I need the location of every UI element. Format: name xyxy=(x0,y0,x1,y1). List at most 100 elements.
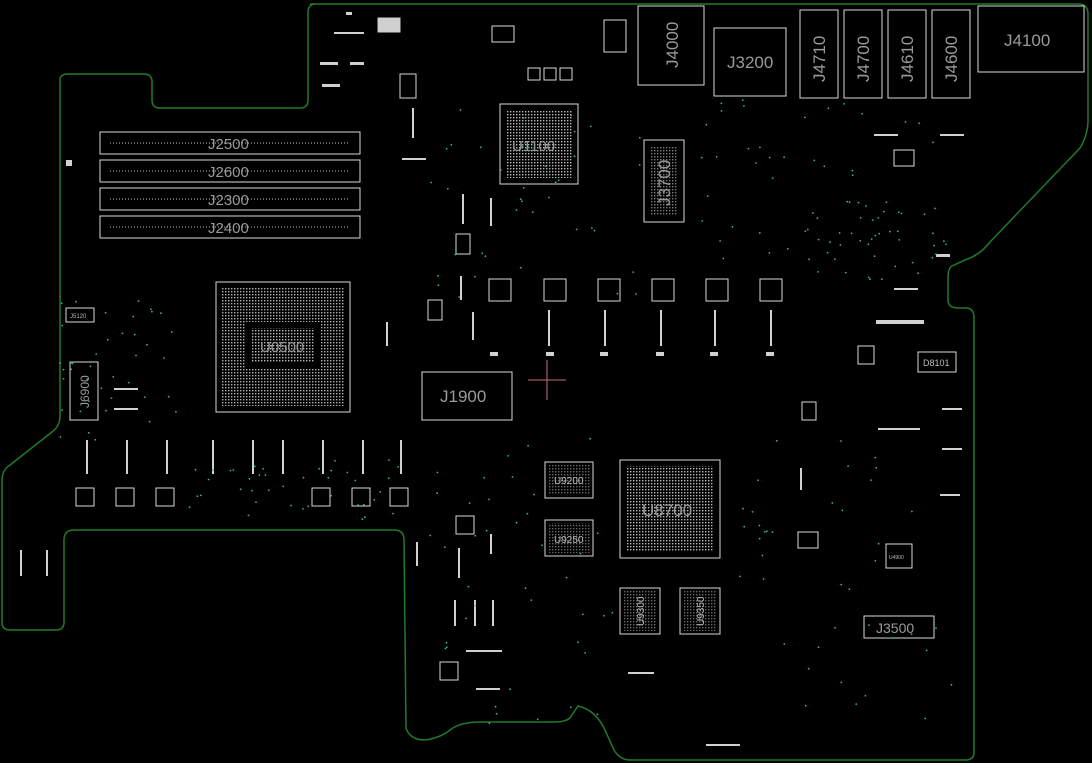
via xyxy=(889,230,891,233)
chip-u9350[interactable]: U9350 xyxy=(679,587,721,635)
connector-j4700[interactable]: J4700 xyxy=(843,9,883,99)
via xyxy=(874,456,877,459)
via xyxy=(59,362,61,364)
via xyxy=(816,217,819,220)
via xyxy=(831,502,834,504)
via xyxy=(95,353,98,355)
via xyxy=(804,230,807,233)
via xyxy=(848,588,851,590)
via xyxy=(515,209,518,212)
via xyxy=(885,201,888,204)
label-u0500: U0500 xyxy=(260,339,304,356)
chip-u9250[interactable]: U9250 xyxy=(544,519,594,557)
via xyxy=(900,212,903,215)
passive-components xyxy=(20,12,964,746)
connector-j6900[interactable]: J6900 xyxy=(69,361,99,421)
via xyxy=(188,506,191,509)
label-d8101: D8101 xyxy=(923,358,950,368)
label-j1900: J1900 xyxy=(440,387,486,406)
via xyxy=(554,181,557,184)
via xyxy=(232,469,235,471)
via xyxy=(865,205,867,207)
via xyxy=(133,333,136,336)
connector-j3200[interactable]: J3200 xyxy=(713,27,787,97)
via xyxy=(840,583,843,586)
cpu-socket-u0500[interactable]: U0500 xyxy=(215,281,351,413)
via xyxy=(813,159,816,162)
via xyxy=(897,211,900,214)
via xyxy=(253,465,256,468)
via xyxy=(60,302,63,305)
via xyxy=(838,232,841,234)
via xyxy=(757,479,759,482)
connector-j4710[interactable]: J4710 xyxy=(799,9,839,99)
via xyxy=(850,232,853,235)
via xyxy=(575,228,578,231)
crosshair-cursor-icon xyxy=(528,360,566,400)
via xyxy=(437,284,440,287)
connector-j4100[interactable]: J4100 xyxy=(977,5,1085,73)
connector-j4610[interactable]: J4610 xyxy=(887,9,927,99)
via xyxy=(446,187,449,190)
via xyxy=(840,681,843,684)
via xyxy=(869,278,871,281)
via xyxy=(851,169,854,172)
connector-j3500[interactable]: J3500 xyxy=(863,615,935,639)
chip-u4900[interactable]: U4900 xyxy=(885,543,913,569)
chip-u9300[interactable]: U9300 xyxy=(619,587,661,635)
via xyxy=(808,258,810,261)
chip-u9200[interactable]: U9200 xyxy=(544,461,594,499)
via xyxy=(135,354,137,357)
via xyxy=(264,474,267,476)
via xyxy=(527,146,530,149)
via xyxy=(548,196,550,199)
via xyxy=(515,521,518,524)
via xyxy=(565,576,568,579)
via xyxy=(290,504,292,507)
via xyxy=(121,332,124,335)
via xyxy=(807,667,810,670)
via xyxy=(474,604,477,607)
via xyxy=(762,578,765,580)
via xyxy=(719,240,721,242)
connector-j4600[interactable]: J4600 xyxy=(931,9,971,99)
via xyxy=(445,646,448,649)
via xyxy=(500,169,502,171)
dimm-slot-j2400[interactable]: J2400 xyxy=(99,215,361,239)
connector-j5120[interactable]: J5120 xyxy=(65,307,95,323)
dimm-slot-j2300[interactable]: J2300 xyxy=(99,187,361,211)
via xyxy=(761,554,764,557)
via xyxy=(743,105,745,107)
via xyxy=(458,296,461,298)
via xyxy=(79,410,82,413)
via xyxy=(896,230,899,233)
dimm-slot-j2600[interactable]: J2600 xyxy=(99,159,361,183)
via xyxy=(526,512,529,515)
via xyxy=(932,141,934,144)
via xyxy=(557,179,560,182)
via xyxy=(875,466,878,469)
chip-u1100[interactable]: U1100 xyxy=(499,103,579,185)
via xyxy=(811,212,814,215)
via xyxy=(950,683,953,686)
via xyxy=(817,238,820,241)
connector-j3700[interactable]: J3700 xyxy=(643,139,685,223)
vias xyxy=(59,99,953,725)
label-u1100: U1100 xyxy=(512,138,555,155)
via xyxy=(765,530,768,533)
via xyxy=(346,471,349,474)
via xyxy=(611,611,614,614)
via xyxy=(843,103,846,105)
via xyxy=(804,116,806,119)
via xyxy=(923,213,926,216)
via xyxy=(468,502,471,504)
dimm-slot-j2500[interactable]: J2500 xyxy=(99,131,361,155)
via xyxy=(536,718,539,721)
connector-j1900[interactable]: J1900 xyxy=(421,371,513,421)
component-d8101[interactable]: D8101 xyxy=(917,351,957,373)
via xyxy=(307,505,310,508)
via xyxy=(878,232,881,235)
connector-j4000[interactable]: J4000 xyxy=(637,5,705,86)
chip-u8700[interactable]: U8700 xyxy=(619,459,721,559)
